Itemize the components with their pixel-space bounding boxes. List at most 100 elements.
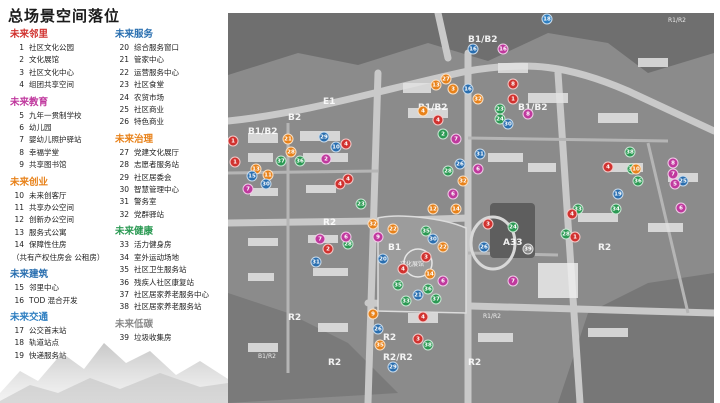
map-pin[interactable]: 29	[387, 361, 399, 373]
map-pin[interactable]: 9	[367, 308, 379, 320]
map-pin[interactable]: 4	[417, 311, 429, 323]
zone-label: R2/R2	[383, 353, 413, 363]
map-pin[interactable]: 28	[285, 146, 297, 158]
map-pin[interactable]: 39	[522, 243, 534, 255]
map-pin[interactable]: 6	[340, 231, 352, 243]
map-pin[interactable]: 7	[242, 183, 254, 195]
zone-label: B1/B2	[248, 127, 278, 137]
map-pin[interactable]: 37	[275, 155, 287, 167]
map-pin[interactable]: 32	[472, 93, 484, 105]
map-pin[interactable]: 19	[612, 188, 624, 200]
map-pin[interactable]: 8	[507, 78, 519, 90]
map-pin[interactable]: 21	[282, 133, 294, 145]
map-pin[interactable]: 22	[437, 241, 449, 253]
map-pin[interactable]: 3	[420, 251, 432, 263]
map-pin[interactable]: 29	[318, 131, 330, 143]
map-pin[interactable]: 14	[450, 203, 462, 215]
map-pin[interactable]: 6	[447, 188, 459, 200]
legend-item-label: 社区居委会	[134, 172, 172, 182]
map-pin[interactable]: 38	[422, 339, 434, 351]
map-pin[interactable]: 34	[610, 203, 622, 215]
map-pin[interactable]: 8	[522, 108, 534, 120]
map-pin[interactable]: 30	[502, 118, 514, 130]
map-pin[interactable]: 26	[478, 241, 490, 253]
map-pin[interactable]: 36	[422, 283, 434, 295]
map-pin[interactable]: 20	[377, 253, 389, 265]
map-pin[interactable]: 9	[372, 231, 384, 243]
map-pin[interactable]: 7	[450, 133, 462, 145]
map-pin[interactable]: 4	[397, 263, 409, 275]
map-pin[interactable]: 24	[507, 221, 519, 233]
map-pin[interactable]: 6	[675, 202, 687, 214]
map-pin[interactable]: 2	[320, 153, 332, 165]
map-pin[interactable]: 4	[417, 105, 429, 117]
map-pin[interactable]: 35	[420, 225, 432, 237]
legend-item-number: 12	[14, 215, 24, 225]
legend-item-number: 27	[119, 147, 129, 157]
map-pin[interactable]: 5	[669, 178, 681, 190]
map-pin[interactable]: 15	[246, 170, 258, 182]
map-pin[interactable]: 3	[412, 333, 424, 345]
map-pin[interactable]: 32	[457, 175, 469, 187]
map-pin[interactable]: 36	[294, 155, 306, 167]
map-pin[interactable]: 26	[454, 158, 466, 170]
map-pin[interactable]: 33	[400, 295, 412, 307]
map-pin[interactable]: 4	[432, 114, 444, 126]
map-pin[interactable]: 4	[602, 161, 614, 173]
map-pin[interactable]: 1	[228, 135, 239, 147]
map-pin[interactable]: 30	[260, 178, 272, 190]
legend-item-label: 组团共享空间	[29, 80, 74, 90]
map-pin[interactable]: 35	[374, 339, 386, 351]
map-pin[interactable]: 1	[507, 93, 519, 105]
legend-group-title: 未来服务	[115, 29, 154, 40]
map-pin[interactable]: 31	[310, 256, 322, 268]
map-pin[interactable]: 7	[507, 275, 519, 287]
map-pin[interactable]: 38	[624, 146, 636, 158]
map-pin[interactable]: 10	[630, 163, 642, 175]
map-pin[interactable]: 1	[569, 231, 581, 243]
map-pin[interactable]: 4	[334, 178, 346, 190]
map-pin[interactable]: 27	[440, 73, 452, 85]
legend-item-number: 3	[19, 67, 24, 77]
map-pin[interactable]: 2	[322, 243, 334, 255]
map-pin[interactable]: 8	[667, 157, 679, 169]
map-pin[interactable]: 7	[314, 233, 326, 245]
map-pin[interactable]: 28	[442, 165, 454, 177]
map-pin[interactable]: 21	[412, 289, 424, 301]
map-pin[interactable]: 26	[372, 323, 384, 335]
legend-item-label: 未来创客厅	[29, 190, 67, 200]
map-pin[interactable]: 4	[340, 138, 352, 150]
map-pin[interactable]: 14	[424, 268, 436, 280]
map-pin[interactable]: 35	[392, 279, 404, 291]
legend-item-number: 17	[14, 325, 24, 335]
map-pin[interactable]: 2	[437, 128, 449, 140]
map-text-label: B1/R2	[258, 353, 276, 360]
map-pin[interactable]: 3	[447, 83, 459, 95]
map-pin[interactable]: 23	[355, 198, 367, 210]
map-pin[interactable]: 30	[427, 233, 439, 245]
legend-note: （共有产权住房会 公租房）	[12, 252, 105, 262]
map-pin[interactable]: 12	[427, 203, 439, 215]
map-pin[interactable]: 6	[437, 275, 449, 287]
map-pin[interactable]: 1	[229, 156, 241, 168]
map-pin[interactable]: 37	[430, 293, 442, 305]
map-pin[interactable]: 13	[430, 79, 442, 91]
map-pin[interactable]: 4	[566, 208, 578, 220]
map-pin[interactable]: 18	[541, 13, 553, 25]
legend-item-label: 共享图书馆	[29, 160, 67, 170]
map-pin[interactable]: 16	[462, 83, 474, 95]
map-pin[interactable]: 3	[482, 218, 494, 230]
map-pin[interactable]: 6	[472, 163, 484, 175]
map-pin[interactable]: 36	[632, 175, 644, 187]
zone-label: B1	[388, 243, 402, 253]
map-pin[interactable]: 32	[367, 218, 379, 230]
map-pin[interactable]: 16	[497, 43, 509, 55]
map-pin[interactable]: 31	[474, 148, 486, 160]
map-pin[interactable]: 22	[387, 223, 399, 235]
map-pin[interactable]: 16	[467, 43, 479, 55]
